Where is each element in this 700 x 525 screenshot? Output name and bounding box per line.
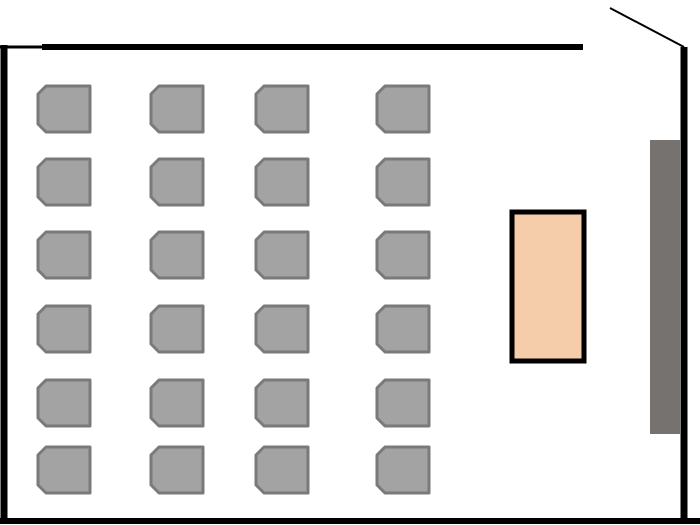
chair-icon: [254, 157, 310, 207]
chair-icon: [375, 230, 431, 280]
chair-icon: [149, 304, 205, 354]
chair-icon: [254, 378, 310, 428]
chair-icon: [36, 84, 92, 134]
door-swing: [609, 7, 685, 48]
chair-icon: [375, 378, 431, 428]
chair-icon: [149, 84, 205, 134]
chair-icon: [375, 304, 431, 354]
chair-icon: [36, 378, 92, 428]
walls: [0, 44, 700, 524]
chair-icon: [36, 157, 92, 207]
chair-icon: [375, 445, 431, 495]
chair-icon: [149, 445, 205, 495]
chair-icon: [36, 445, 92, 495]
chair-icon: [149, 157, 205, 207]
whiteboard: [650, 140, 680, 434]
chair-icon: [375, 84, 431, 134]
chair-icon: [149, 378, 205, 428]
chair-icon: [254, 84, 310, 134]
chair-icon: [375, 157, 431, 207]
seat-grid: [36, 84, 431, 495]
chair-icon: [149, 230, 205, 280]
chair-icon: [36, 230, 92, 280]
chair-icon: [36, 304, 92, 354]
chair-icon: [254, 230, 310, 280]
teacher-desk: [509, 209, 587, 364]
chair-icon: [254, 304, 310, 354]
chair-icon: [254, 445, 310, 495]
